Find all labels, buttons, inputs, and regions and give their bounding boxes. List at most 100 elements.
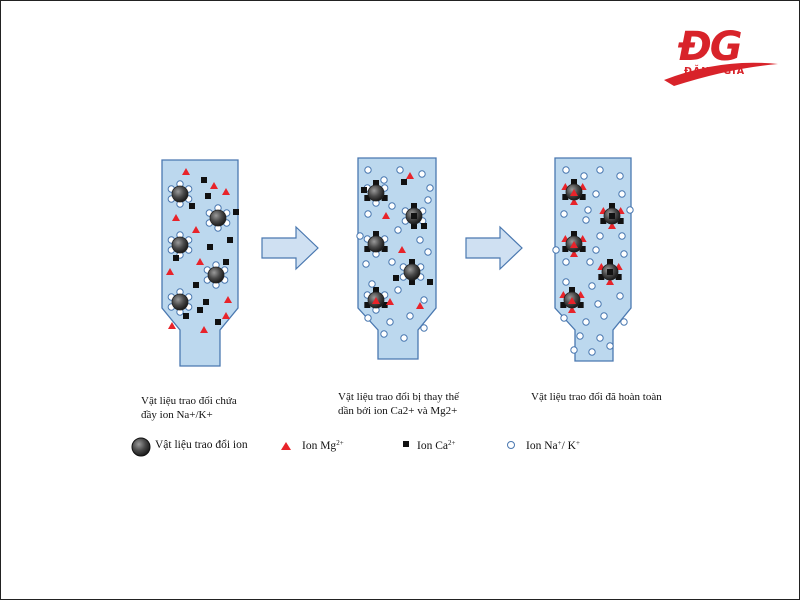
caption-stage-1: Vật liệu trao đổi chứa đầy ion Na+/K+ bbox=[141, 394, 237, 422]
legend-mg-charge: 2+ bbox=[336, 439, 344, 447]
legend-mg-text: Ion Mg bbox=[302, 440, 337, 452]
legend-na-charge: + bbox=[557, 439, 562, 447]
ca-ion bbox=[373, 287, 379, 293]
ca-ion bbox=[421, 223, 427, 229]
na-ion bbox=[584, 206, 592, 214]
na-ion bbox=[394, 226, 402, 234]
ca-ion bbox=[381, 246, 388, 252]
ca-ion bbox=[227, 237, 233, 243]
resin-bead-icon bbox=[131, 437, 151, 457]
ca-ion bbox=[193, 282, 199, 288]
step-arrow-1 bbox=[261, 225, 319, 271]
na-ion bbox=[356, 232, 364, 240]
ca-ion bbox=[183, 313, 189, 319]
ca-ion bbox=[381, 195, 388, 201]
legend-resin-label: Vật liệu trao đổi ion bbox=[155, 439, 248, 451]
na-ion bbox=[606, 342, 614, 350]
ca-ion bbox=[207, 244, 213, 250]
na-ion bbox=[364, 166, 372, 174]
na-ion bbox=[552, 246, 560, 254]
mg-ion bbox=[200, 326, 208, 333]
na-ion bbox=[394, 286, 402, 294]
mg-ion bbox=[196, 258, 204, 265]
na-ion bbox=[620, 250, 628, 258]
na-ion bbox=[388, 258, 396, 266]
na-ion bbox=[620, 318, 628, 326]
na-ion bbox=[364, 314, 372, 322]
mg-ion bbox=[172, 214, 180, 221]
na-ion bbox=[600, 312, 608, 320]
caption-stage-3: Vật liệu trao đổi đã hoàn toàn bbox=[531, 390, 662, 404]
na-ion bbox=[426, 184, 434, 192]
resin-bead bbox=[171, 185, 189, 203]
na-ion bbox=[386, 318, 394, 326]
na-ion bbox=[586, 258, 594, 266]
na-ion bbox=[596, 334, 604, 342]
na-ion bbox=[616, 292, 624, 300]
ca-ion bbox=[373, 180, 379, 186]
caption-stage-2: Vật liệu trao đổi bị thay thế dần bởi io… bbox=[338, 390, 459, 418]
ca-ion bbox=[609, 203, 615, 209]
ca-ion bbox=[409, 259, 415, 265]
na-ion bbox=[424, 248, 432, 256]
na-ion bbox=[396, 166, 404, 174]
na-ion bbox=[562, 278, 570, 286]
na-ion bbox=[416, 236, 424, 244]
resin-bead bbox=[207, 266, 225, 284]
ca-ion bbox=[571, 179, 577, 185]
ca-ion bbox=[223, 259, 229, 265]
ca-ion bbox=[579, 194, 586, 200]
mg-ion-icon bbox=[281, 442, 291, 450]
mg-ion bbox=[608, 222, 616, 229]
logo-name: ĐẶNG GIA bbox=[684, 66, 746, 77]
na-ion bbox=[594, 300, 602, 308]
ca-ion bbox=[600, 218, 607, 224]
mg-ion bbox=[568, 297, 576, 304]
resin-bead bbox=[367, 184, 385, 202]
na-ion bbox=[588, 348, 596, 356]
na-ion bbox=[560, 314, 568, 322]
brand-logo: ĐG ĐẶNG GIA bbox=[660, 24, 782, 92]
ca-ion bbox=[569, 287, 575, 293]
na-ion bbox=[618, 232, 626, 240]
na-ion bbox=[388, 202, 396, 210]
na-ion bbox=[368, 280, 376, 288]
mg-ion bbox=[416, 302, 424, 309]
mg-ion bbox=[382, 212, 390, 219]
na-ion bbox=[570, 346, 578, 354]
ca-ion bbox=[579, 246, 586, 252]
na-ion bbox=[364, 210, 372, 218]
legend-ca-label: Ion Ca2+ bbox=[417, 439, 455, 452]
mg-ion bbox=[372, 297, 380, 304]
legend-k-text: / K bbox=[561, 440, 576, 452]
caption-stage-3-line1: Vật liệu trao đổi đã hoàn toàn bbox=[531, 391, 662, 403]
mg-ion bbox=[568, 306, 576, 313]
step-arrow-2 bbox=[465, 225, 523, 271]
na-ion bbox=[582, 318, 590, 326]
na-ion bbox=[424, 196, 432, 204]
na-ion bbox=[420, 324, 428, 332]
caption-stage-1-line2: đầy ion Na+/K+ bbox=[141, 409, 213, 421]
mg-ion bbox=[570, 250, 578, 257]
na-ion bbox=[418, 170, 426, 178]
na-ion bbox=[616, 172, 624, 180]
mg-ion bbox=[386, 298, 394, 305]
legend-na-label: Ion Na+/ K+ bbox=[526, 439, 580, 452]
mg-ion bbox=[570, 241, 578, 248]
mg-ion bbox=[398, 246, 406, 253]
ca-ion bbox=[233, 209, 239, 215]
ca-ion bbox=[201, 177, 207, 183]
na-ion bbox=[592, 246, 600, 254]
mg-ion bbox=[222, 312, 230, 319]
na-ion bbox=[562, 258, 570, 266]
ca-ion bbox=[411, 213, 417, 219]
resin-bead bbox=[171, 293, 189, 311]
ca-ion bbox=[562, 194, 569, 200]
ca-ion bbox=[615, 274, 622, 280]
legend-na-text: Ion Na bbox=[526, 440, 558, 452]
ca-ion bbox=[215, 319, 221, 325]
ca-ion bbox=[411, 203, 417, 209]
ca-ion bbox=[577, 302, 584, 308]
ca-ion-icon bbox=[403, 441, 409, 447]
mg-ion bbox=[192, 226, 200, 233]
